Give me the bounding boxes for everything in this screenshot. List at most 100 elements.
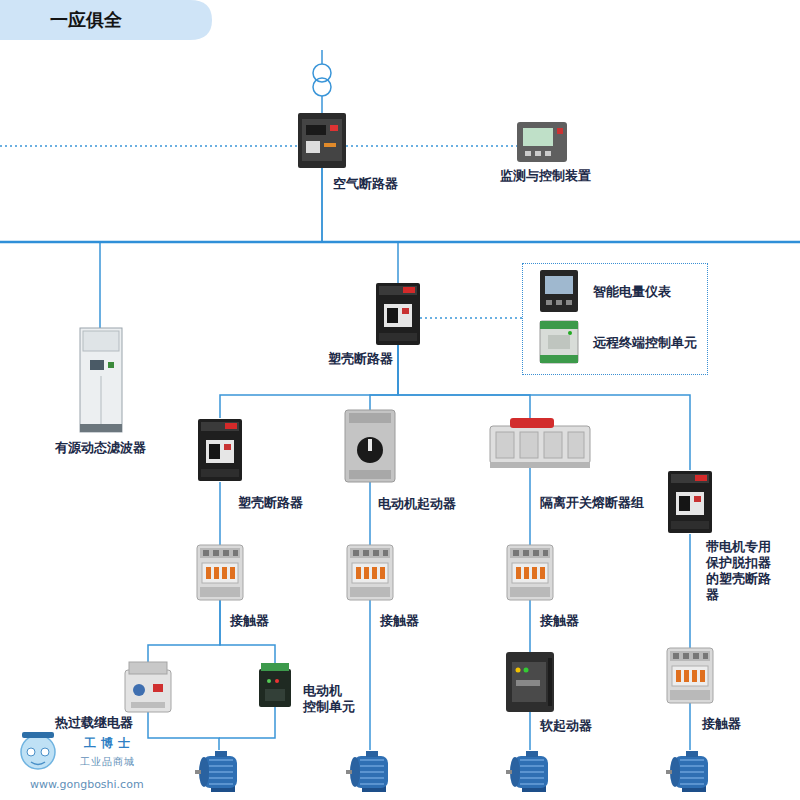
wire-connector xyxy=(220,600,275,663)
motor-wires-part xyxy=(689,702,691,750)
device-label: 热过载继电器 xyxy=(55,715,133,731)
wire-connector xyxy=(369,482,371,545)
device-node: 有源动态滤波器 xyxy=(80,328,122,432)
filter-cabinet-picture-part xyxy=(101,376,102,426)
monitor-device-picture-part xyxy=(525,151,531,156)
soft-starter-picture-part xyxy=(516,668,521,673)
motor-control-unit-picture-part xyxy=(267,679,271,683)
air-breaker-picture-part xyxy=(298,113,346,168)
device-node: 接触器 xyxy=(507,545,553,600)
rtu-picture-part xyxy=(548,335,570,349)
motor-control-unit-picture-part xyxy=(265,689,285,701)
motor-picture xyxy=(346,751,388,792)
motor-wires xyxy=(148,600,690,750)
monitor-device-picture-part xyxy=(535,151,541,156)
filter-cabinet-picture-part xyxy=(80,424,122,432)
monitor-device-picture-part xyxy=(545,151,551,156)
rtu-picture-part xyxy=(540,321,578,329)
device-node: 电动机 控制单元 xyxy=(259,663,291,707)
watermark-text: 工业品商城 xyxy=(80,755,135,768)
contactor-picture xyxy=(347,545,393,600)
switch-fuse-picture-part xyxy=(490,462,590,468)
monitor-device-picture-part xyxy=(557,128,563,134)
watermark-robot-part xyxy=(41,748,49,756)
filter-cabinet-picture-part xyxy=(108,362,114,368)
wire-connector xyxy=(322,168,398,283)
watermark-text: 工博士 xyxy=(84,737,135,750)
power-meter-picture xyxy=(540,270,578,312)
dotted-connector xyxy=(346,145,517,147)
watermark-robot-part xyxy=(21,735,55,769)
watermark-robot-part xyxy=(22,732,54,738)
thermal-relay-picture-part xyxy=(131,702,165,708)
soft-starter-picture-part xyxy=(506,652,554,712)
air-breaker-picture-part xyxy=(324,143,336,147)
power-meter-picture-part xyxy=(556,300,562,305)
device-node: 带电机专用 保护脱扣器 的塑壳断路 器 xyxy=(668,470,712,534)
device-label: 电动机 控制单元 xyxy=(303,683,365,715)
title-text: 一应俱全 xyxy=(50,9,122,31)
thermal-relay-picture-part xyxy=(153,684,163,692)
motor-starter-picture xyxy=(345,410,395,482)
motor-starter-picture-part xyxy=(349,470,391,479)
monitor-device-picture-part xyxy=(523,128,553,146)
filter-cabinet-picture-part xyxy=(80,328,122,432)
power-meter-picture-part xyxy=(566,300,572,305)
transformer-symbol-part xyxy=(321,50,323,64)
watermark-robot-part xyxy=(27,748,35,756)
device-label: 塑壳断路器 xyxy=(328,351,393,367)
device-label: 监测与控制装置 xyxy=(500,168,591,184)
motor-starter-picture-part xyxy=(345,410,395,482)
filter-cabinet-picture-part xyxy=(83,331,119,351)
contactor-picture xyxy=(507,545,553,600)
air-breaker-picture-part xyxy=(306,141,320,153)
device-label: 塑壳断路器 xyxy=(238,495,303,511)
motor-control-unit-picture xyxy=(259,663,291,707)
switch-fuse-picture-part xyxy=(496,432,514,458)
thermal-relay-picture-part xyxy=(125,670,171,712)
thermal-relay-picture-part xyxy=(133,684,145,696)
device-node: 隔离开关熔断器组 xyxy=(490,418,590,468)
dotted-connector xyxy=(420,317,522,319)
device-node: 智能电量仪表 xyxy=(541,271,579,313)
monitor-device-picture-part xyxy=(517,122,567,162)
device-node: 接触器 xyxy=(667,648,713,702)
device-label: 接触器 xyxy=(230,613,269,629)
device-label: 软起动器 xyxy=(540,718,592,734)
device-node: 热过载继电器 xyxy=(125,662,171,712)
device-label: 隔离开关熔断器组 xyxy=(540,495,644,511)
transformer-symbol-part xyxy=(321,96,323,113)
wire-connector xyxy=(689,534,691,648)
watermark-robot xyxy=(21,732,55,769)
soft-starter-picture-part xyxy=(524,668,529,673)
contactor-picture xyxy=(667,648,713,703)
device-label: 有源动态滤波器 xyxy=(55,440,146,456)
device-label: 接触器 xyxy=(540,613,579,629)
wire-connector xyxy=(398,345,530,418)
monitor-device-picture xyxy=(517,122,567,162)
watermark-robot-part xyxy=(31,762,45,765)
device-label: 电动机起动器 xyxy=(378,496,456,512)
air-breaker-picture-part xyxy=(306,125,326,135)
wire-connector xyxy=(148,600,220,662)
filter-cabinet-picture xyxy=(80,328,122,432)
soft-starter-picture-part xyxy=(512,662,546,702)
power-meter-picture-part xyxy=(545,276,573,294)
transformer-symbol-part xyxy=(313,78,331,96)
power-meter-picture-part xyxy=(540,270,578,312)
air-breaker-picture-part xyxy=(330,125,338,131)
device-node: 塑壳断路器 xyxy=(376,283,420,345)
motor-wires-part xyxy=(369,600,371,750)
soft-starter-picture-part xyxy=(516,680,540,686)
device-label: 空气断路器 xyxy=(333,176,398,192)
motor-wires-part xyxy=(219,707,275,738)
device-label: 智能电量仪表 xyxy=(593,284,671,300)
device-label: 接触器 xyxy=(380,613,419,629)
motor-picture xyxy=(666,751,708,792)
motor-wires-part xyxy=(529,712,531,750)
motor-picture xyxy=(195,751,237,792)
device-label: 带电机专用 保护脱扣器 的塑壳断路 器 xyxy=(704,538,784,604)
motor-starter-picture-part xyxy=(368,439,372,451)
motor-control-unit-picture-part xyxy=(259,669,291,707)
